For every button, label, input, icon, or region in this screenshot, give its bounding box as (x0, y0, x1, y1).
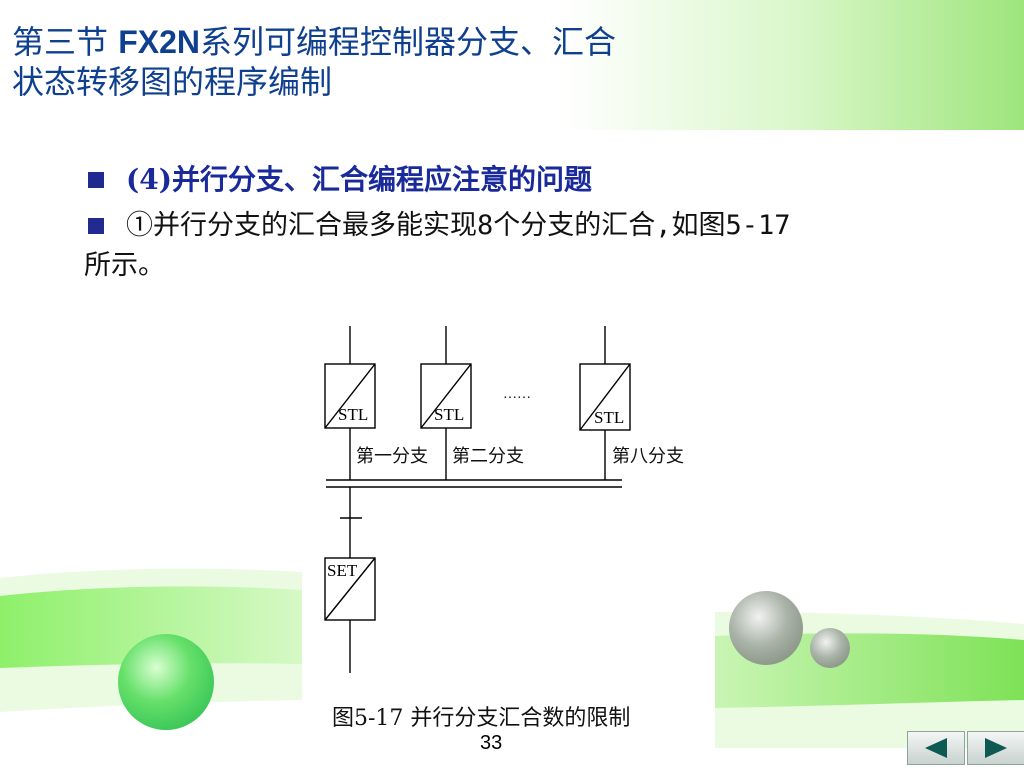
set-block-diagonal (324, 557, 376, 621)
stl-label-8: STL (594, 408, 624, 427)
previous-slide-button[interactable] (907, 731, 965, 765)
bullet-text-line1: ①并行分支的汇合最多能实现8个分支的汇合,如图5-17 (126, 210, 791, 241)
set-label: SET (327, 561, 358, 580)
stl-label-2: STL (434, 405, 464, 424)
stl-label-1: STL (338, 405, 368, 424)
triangle-right-icon (985, 738, 1007, 758)
next-slide-button[interactable] (967, 731, 1024, 765)
square-bullet-icon (88, 172, 104, 188)
bullet-text: (4)并行分支、汇合编程应注意的问题 (126, 163, 592, 196)
sfc-diagram: STL STL STL SET …… 第一分支 第二分支 第八分支 (324, 326, 684, 673)
left-swoosh (0, 586, 302, 668)
square-bullet-icon (88, 218, 104, 234)
slide-title: 第三节 FX2N系列可编程控制器分支、汇合 状态转移图的程序编制 (12, 22, 616, 102)
title-line-1: 第三节 FX2N系列可编程控制器分支、汇合 (12, 22, 616, 62)
bullet-item: (4)并行分支、汇合编程应注意的问题 (84, 158, 964, 202)
figure-caption: 图5-17 并行分支汇合数的限制 (332, 706, 631, 731)
green-ball-decoration (118, 634, 214, 730)
branch-label-2: 第二分支 (452, 446, 524, 466)
stl-block-2-diagonal (420, 363, 472, 429)
title-line-2: 状态转移图的程序编制 (12, 63, 333, 101)
branch-ellipsis: …… (503, 387, 531, 402)
branch-label-1: 第一分支 (356, 446, 428, 466)
stl-block-8-diagonal (579, 363, 631, 431)
branch-label-8: 第八分支 (612, 446, 684, 466)
grey-ball-large-decoration (729, 591, 803, 665)
bullet-item: ①并行分支的汇合最多能实现8个分支的汇合,如图5-17 所示。 (84, 206, 964, 286)
triangle-left-icon (925, 738, 947, 758)
grey-ball-small-decoration (810, 628, 850, 668)
title-line1-suffix: 系列可编程控制器分支、汇合 (199, 23, 616, 61)
stl-block-1-diagonal (324, 363, 376, 429)
title-line1-bold: FX2N (118, 24, 200, 60)
bullet-text-line2: 所示。 (84, 250, 165, 281)
page-number: 33 (480, 732, 503, 754)
header-background (0, 0, 1024, 130)
bullet-list: (4)并行分支、汇合编程应注意的问题 ①并行分支的汇合最多能实现8个分支的汇合,… (84, 158, 964, 286)
title-line1-prefix: 第三节 (12, 23, 119, 61)
